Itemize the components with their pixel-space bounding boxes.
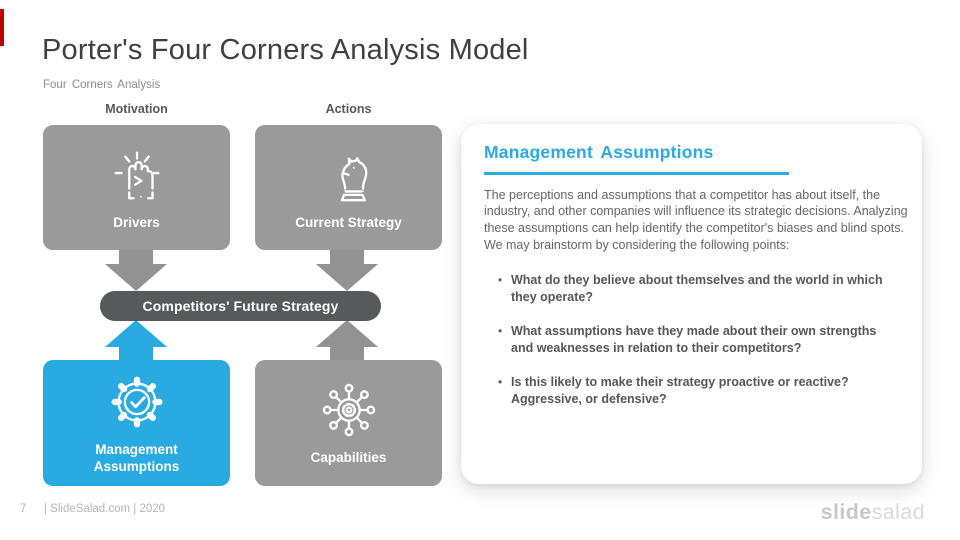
management-assumptions-label: Management Assumptions bbox=[93, 441, 180, 474]
drivers-box: Drivers bbox=[43, 125, 230, 250]
list-item: • What assumptions have they made about … bbox=[484, 323, 902, 357]
fist-icon bbox=[106, 144, 168, 206]
network-gear-icon bbox=[318, 379, 380, 441]
list-item: • What do they believe about themselves … bbox=[484, 272, 902, 306]
footer-credit: | SlideSalad.com | 2020 bbox=[44, 503, 166, 515]
logo-text-slide: slide bbox=[820, 500, 872, 524]
management-assumptions-box: Management Assumptions bbox=[43, 360, 230, 486]
list-item: • Is this likely to make their strategy … bbox=[484, 374, 902, 408]
page-subtitle: Four Corners Analysis bbox=[43, 79, 161, 91]
bullet-text: What assumptions have they made about th… bbox=[511, 323, 877, 355]
column-header-actions: Actions bbox=[325, 102, 372, 116]
chess-knight-icon bbox=[318, 144, 380, 206]
logo-text-salad: salad bbox=[871, 500, 925, 524]
arrow-down-right-head bbox=[316, 264, 378, 291]
slidesalad-logo: slidesalad bbox=[821, 500, 925, 525]
capabilities-label: Capabilities bbox=[310, 450, 387, 466]
column-header-motivation: Motivation bbox=[105, 102, 168, 116]
competitors-future-strategy-pill: Competitors' Future Strategy bbox=[100, 291, 381, 321]
bullet-list: • What do they believe about themselves … bbox=[484, 272, 902, 408]
bullet-text: What do they believe about themselves an… bbox=[511, 272, 883, 304]
arrow-up-left-stem bbox=[119, 346, 153, 361]
arrow-up-right-stem bbox=[330, 346, 364, 361]
accent-bar bbox=[0, 9, 4, 46]
gear-check-icon bbox=[106, 371, 168, 433]
arrow-up-right-head bbox=[316, 320, 378, 347]
page-number: 7 bbox=[20, 503, 27, 515]
arrow-down-left-stem bbox=[119, 250, 153, 265]
arrow-down-right-stem bbox=[330, 250, 364, 265]
drivers-label: Drivers bbox=[113, 214, 160, 230]
capabilities-box: Capabilities bbox=[255, 360, 442, 486]
current-strategy-label: Current Strategy bbox=[295, 214, 402, 230]
bullet-text: Is this likely to make their strategy pr… bbox=[511, 374, 849, 406]
bullet-marker: • bbox=[498, 272, 503, 287]
heading-underline bbox=[484, 172, 789, 175]
panel-paragraph: The perceptions and assumptions that a c… bbox=[484, 187, 908, 252]
page-title: Porter's Four Corners Analysis Model bbox=[42, 34, 529, 66]
panel-heading: Management Assumptions bbox=[484, 142, 714, 162]
management-assumptions-panel: Management Assumptions The perceptions a… bbox=[461, 124, 922, 484]
arrow-down-left-head bbox=[105, 264, 167, 291]
bullet-marker: • bbox=[498, 323, 503, 338]
current-strategy-box: Current Strategy bbox=[255, 125, 442, 250]
arrow-up-left-head bbox=[105, 320, 167, 347]
bullet-marker: • bbox=[498, 374, 503, 389]
